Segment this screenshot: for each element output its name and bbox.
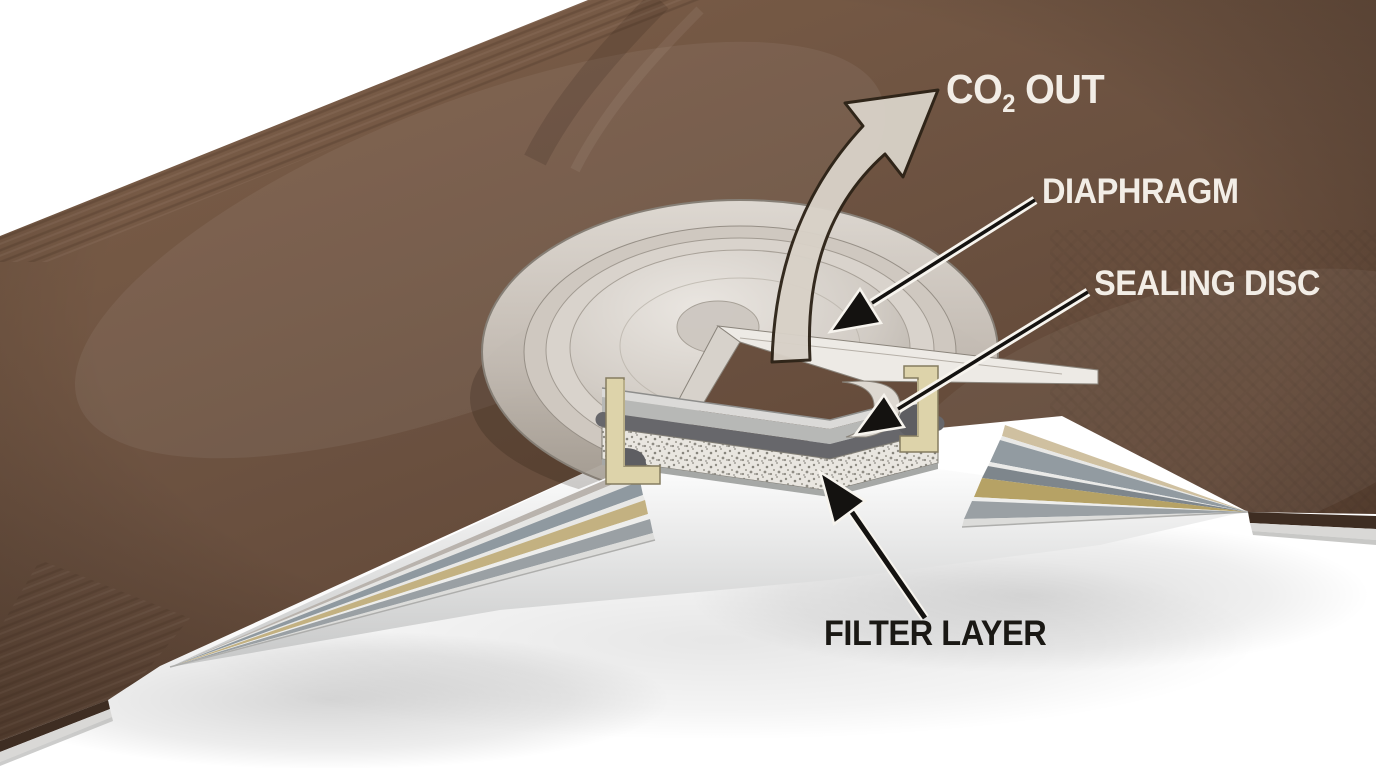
co2-flow-arrow (770, 88, 940, 364)
filter-layer-label: FILTER LAYER (824, 614, 1047, 653)
filter-layer-pointer (817, 469, 929, 621)
co2-out-label-prefix: CO (946, 66, 1003, 112)
laminate-layer-fan-left (169, 465, 656, 668)
bottom-film-strip (602, 459, 938, 497)
sealing-disc-band (602, 412, 938, 459)
bag-cut-edge-left (0, 700, 113, 766)
valve-base-front (602, 397, 938, 444)
laminate-layer-fan-right (961, 425, 1249, 528)
clip-left (605, 377, 661, 485)
sealing-disc-pointer (852, 288, 1091, 437)
sealing-disc-curl-left (624, 448, 646, 466)
co2-out-label: CO2 OUT (946, 66, 1105, 117)
valve-base-top (602, 388, 938, 429)
bag-crimp-band-top (0, 0, 700, 262)
bag-crimp-band-corner (0, 560, 190, 741)
diaphragm-pointer (827, 196, 1038, 334)
co2-out-label-subscript: 2 (1002, 90, 1015, 119)
co2-out-label-suffix: OUT (1014, 66, 1105, 112)
sealing-disc-label: SEALING DISC (1094, 264, 1320, 303)
sealing-disc-curl-right (898, 404, 918, 438)
diaphragm-label: DIAPHRAGM (1042, 172, 1239, 211)
bag-cut-edge-right (1248, 512, 1376, 545)
